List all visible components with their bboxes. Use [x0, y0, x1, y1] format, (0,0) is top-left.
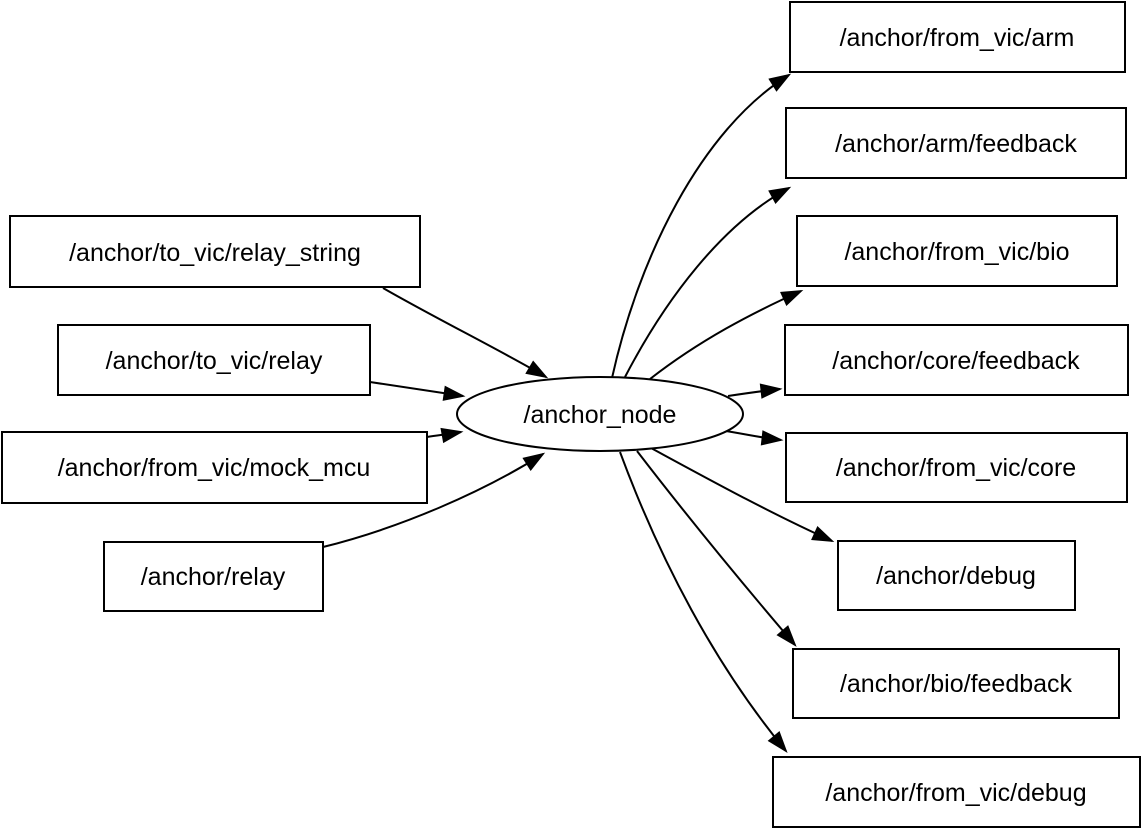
edge-anchor-node-to-anchor-debug: [650, 447, 835, 543]
topic-box: [785, 107, 1127, 179]
topic-label: /anchor/to_vic/relay_string: [69, 239, 361, 267]
edge-to-vic-relay-to-anchor-node: [369, 381, 466, 401]
edge-anchor-node-to-from-vic-bio: [649, 289, 804, 380]
topic-node-to-vic-relay: /anchor/to_vic/relay: [57, 324, 371, 396]
topic-box: [1, 431, 428, 504]
topic-label: /anchor/to_vic/relay: [106, 347, 323, 375]
edge-anchor-node-to-arm-feedback: [624, 186, 792, 378]
edge-anchor-node-to-core-feedback: [727, 383, 783, 399]
topic-label: /anchor/from_vic/mock_mcu: [58, 454, 371, 482]
node-label: /anchor_node: [524, 401, 677, 429]
topic-node-from-vic-bio: /anchor/from_vic/bio: [796, 215, 1118, 287]
ros-node-anchor-node: /anchor_node: [456, 376, 744, 452]
edge-anchor-node-to-from-vic-core: [725, 430, 784, 446]
topic-label: /anchor/relay: [141, 563, 286, 591]
topic-label: /anchor/arm/feedback: [835, 130, 1077, 158]
topic-node-from-vic-debug: /anchor/from_vic/debug: [772, 756, 1141, 828]
edges-in: [322, 287, 549, 548]
topic-box: [9, 215, 421, 288]
topic-node-bio-feedback: /anchor/bio/feedback: [792, 648, 1120, 719]
topic-box: [796, 215, 1118, 287]
edge-from-vic-mock-mcu-to-anchor-node: [426, 427, 464, 444]
topic-node-arm-feedback: /anchor/arm/feedback: [785, 107, 1127, 179]
topic-box: [103, 541, 324, 612]
topic-label: /anchor/from_vic/core: [836, 454, 1076, 482]
topic-node-from-vic-mock-mcu: /anchor/from_vic/mock_mcu: [1, 431, 428, 504]
edge-anchor-node-to-from-vic-arm: [611, 73, 792, 379]
edges-out: [611, 73, 835, 753]
topic-node-core-feedback: /anchor/core/feedback: [784, 324, 1129, 396]
topic-box: [837, 540, 1076, 611]
topic-label: /anchor/from_vic/debug: [825, 779, 1086, 807]
topic-box: [785, 432, 1128, 503]
edge-anchor-relay-to-anchor-node: [322, 452, 546, 548]
edge-anchor-node-to-bio-feedback: [636, 450, 797, 647]
topic-label: /anchor/debug: [876, 562, 1036, 590]
topic-box: [792, 648, 1120, 719]
topic-node-anchor-debug: /anchor/debug: [837, 540, 1076, 611]
topic-box: [57, 324, 371, 396]
topic-label: /anchor/from_vic/bio: [844, 238, 1069, 266]
topic-label: /anchor/bio/feedback: [840, 670, 1073, 698]
topic-label: /anchor/from_vic/arm: [840, 24, 1075, 52]
topic-box: [784, 324, 1129, 396]
topic-node-from-vic-core: /anchor/from_vic/core: [785, 432, 1128, 503]
topic-node-anchor-relay: /anchor/relay: [103, 541, 324, 612]
topic-box: [789, 1, 1126, 73]
edge-anchor-node-to-from-vic-debug: [619, 451, 788, 753]
topic-node-to-vic-relay-string: /anchor/to_vic/relay_string: [9, 215, 421, 288]
edge-to-vic-relay-string-to-anchor-node: [382, 287, 549, 379]
topic-box: [772, 756, 1141, 828]
topic-node-from-vic-arm: /anchor/from_vic/arm: [789, 1, 1126, 73]
topic-label: /anchor/core/feedback: [832, 347, 1080, 375]
node-ellipse: [456, 376, 744, 452]
